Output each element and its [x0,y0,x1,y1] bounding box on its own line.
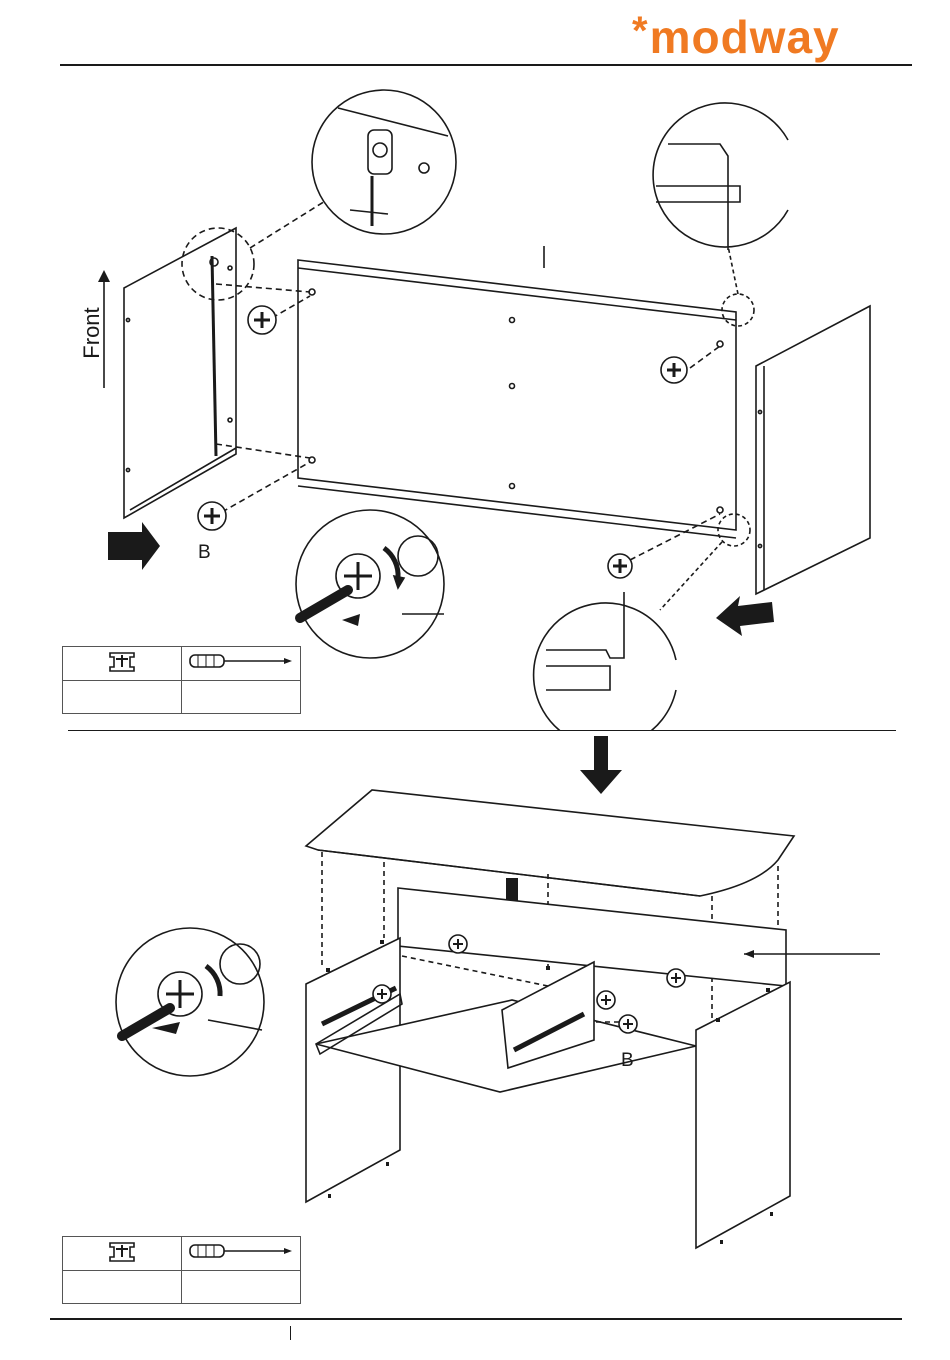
top-down-arrow [580,736,622,794]
step1-parts-table [62,646,301,714]
cam-lock-icon [102,1237,142,1265]
push-arrow-left [108,522,160,570]
step1-tool-count [182,681,301,714]
desk-top-board [306,790,794,896]
desk-left-side [306,938,400,1202]
phillips-screwdriver-icon [186,1241,296,1261]
step2-part-count [63,1271,182,1304]
cam-lock-icon [102,647,142,675]
footer-separator [290,1326,291,1340]
front-label: Front [79,293,105,373]
step1-part-count [63,681,182,714]
push-arrow-right [716,596,774,636]
step1-illustration [0,70,950,730]
header-rule [60,64,912,66]
step2-tool-count [182,1271,301,1304]
back-panel [298,260,736,530]
right-side-panel [756,306,870,594]
front-label-wrap: Front [62,300,122,360]
footer-rule [50,1318,902,1320]
part-label-b-step2: B [621,1050,634,1072]
step-divider [68,730,896,731]
brand-logo-mark: * [632,11,648,51]
detail-callout-top-joint [653,103,788,247]
step2-screwdriver-callout [116,928,264,1076]
step2-parts-table [62,1236,301,1304]
desk-right-side [696,982,790,1248]
brand-logo-wordmark: modway [650,14,840,60]
phillips-screwdriver-icon [186,651,296,671]
step1-tool-cell [182,647,301,681]
left-side-panel [124,228,236,518]
brand-logo: * modway [632,4,882,70]
step2-illustration [0,732,950,1312]
front-direction-arrow-head [98,270,110,282]
detail-callout-bolt [312,90,456,234]
part-label-b-step1: B [198,542,211,564]
step2-tool-cell [182,1237,301,1271]
step1-part-cell [63,647,182,681]
step2-part-cell [63,1237,182,1271]
detail-callout-screwdriver [296,510,444,658]
